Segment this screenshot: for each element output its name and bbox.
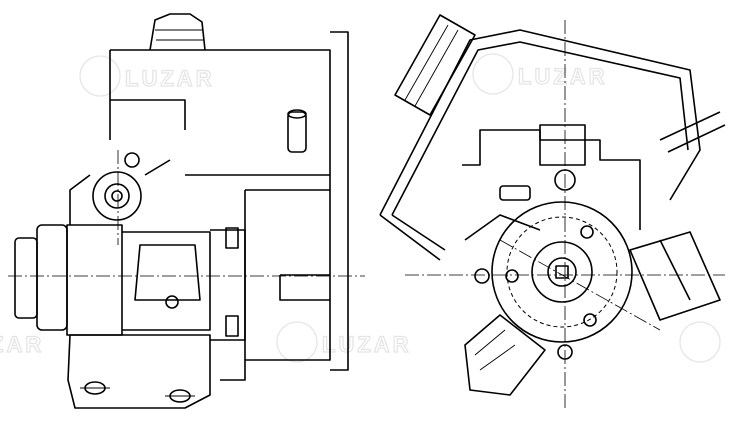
side-view (8, 13, 365, 409)
svg-text:ZAR: ZAR (0, 332, 44, 357)
front-view (379, 14, 726, 410)
svg-text:LUZAR: LUZAR (125, 66, 215, 91)
svg-text:LUZAR: LUZAR (518, 64, 608, 89)
svg-text:LUZAR: LUZAR (322, 332, 412, 357)
watermark-logo: LUZAR LUZAR LUZAR ZAR (0, 53, 721, 363)
